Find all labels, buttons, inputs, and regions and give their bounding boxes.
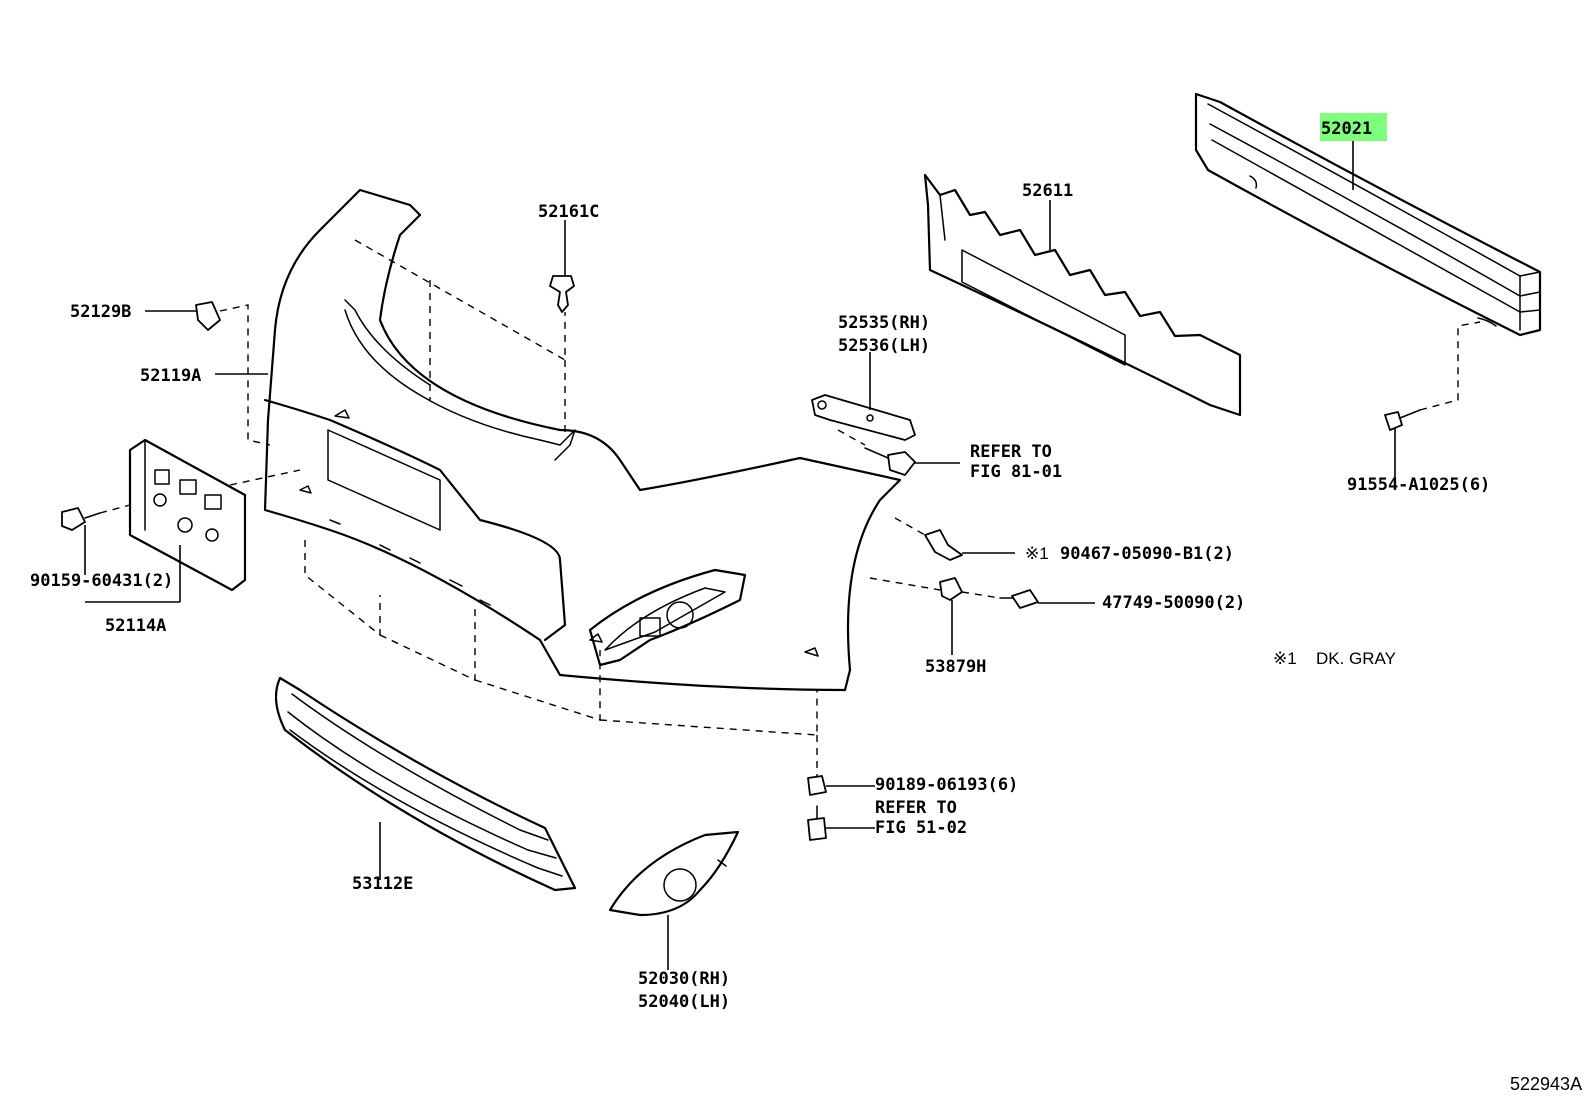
label-53879h[interactable]: 53879H <box>925 657 986 677</box>
lower-grille[interactable] <box>274 676 577 892</box>
label-90467-mark: ※1 <box>1025 544 1049 563</box>
clip-90189[interactable] <box>807 775 827 796</box>
label-52129b[interactable]: 52129B <box>70 302 131 322</box>
label-53112e[interactable]: 53112E <box>352 874 413 894</box>
label-91554[interactable]: 91554-A1025(6) <box>1347 475 1490 495</box>
label-refer2b[interactable]: FIG 51-02 <box>875 818 967 838</box>
labels: 52021 52611 52161C 52129B 52119A 52535(R… <box>30 119 1582 1094</box>
clip-52161c[interactable] <box>549 275 575 313</box>
bolt-91554[interactable] <box>1384 409 1421 431</box>
bumper-cover[interactable] <box>263 188 902 692</box>
label-refer1a: REFER TO <box>970 442 1052 462</box>
note-text: DK. GRAY <box>1316 649 1396 668</box>
label-52161c[interactable]: 52161C <box>538 202 599 222</box>
screw-47749[interactable] <box>999 589 1039 609</box>
note-mark: ※1 <box>1273 649 1297 668</box>
bolt-90159[interactable] <box>61 507 101 531</box>
label-52021[interactable]: 52021 <box>1321 119 1372 139</box>
bracket-screw[interactable] <box>864 447 916 476</box>
highlight-52021 <box>1320 113 1387 141</box>
diagram-reference: 522943A <box>1510 1074 1582 1094</box>
clip-90467[interactable] <box>924 529 963 561</box>
dash-91554 <box>1419 321 1481 411</box>
label-52119a[interactable]: 52119A <box>140 366 201 386</box>
label-52030[interactable]: 52030(RH) <box>638 969 730 989</box>
bumper-reinforcement[interactable] <box>1194 92 1542 337</box>
label-90189[interactable]: 90189-06193(6) <box>875 775 1018 795</box>
label-52611[interactable]: 52611 <box>1022 181 1073 201</box>
label-refer1b[interactable]: FIG 81-01 <box>970 462 1062 482</box>
energy-absorber[interactable] <box>923 173 1242 417</box>
label-52535[interactable]: 52535(RH) <box>838 313 930 333</box>
bumper-side-bracket[interactable] <box>811 394 916 441</box>
label-52114a[interactable]: 52114A <box>105 616 166 636</box>
label-90467[interactable]: 90467-05090-B1(2) <box>1060 544 1234 564</box>
label-52536[interactable]: 52536(LH) <box>838 336 930 356</box>
label-90159[interactable]: 90159-60431(2) <box>30 571 173 591</box>
assembly-lines <box>99 239 1001 776</box>
retainer-53879h[interactable] <box>939 577 963 601</box>
label-47749[interactable]: 47749-50090(2) <box>1102 593 1245 613</box>
clip-52129b[interactable] <box>195 301 221 331</box>
label-52040[interactable]: 52040(LH) <box>638 992 730 1012</box>
license-plate-bracket[interactable] <box>128 438 247 592</box>
screw-fig51[interactable] <box>807 805 827 841</box>
fog-lamp-cover[interactable] <box>608 830 740 917</box>
label-refer2a: REFER TO <box>875 798 957 818</box>
